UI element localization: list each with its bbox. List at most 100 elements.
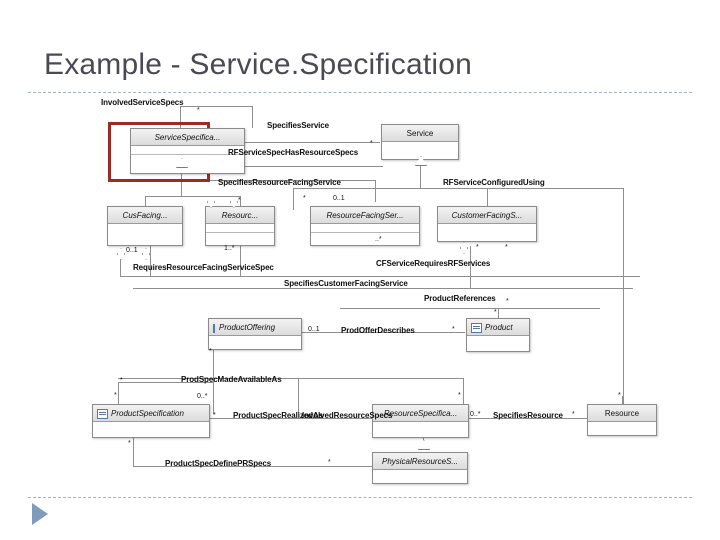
assoc-label-rfservicespechasresourcespecs: RFServiceSpecHasResourceSpecs <box>228 148 359 157</box>
multiplicity-phys-star: * <box>328 459 331 466</box>
aggregation-diamond-resourcespec-a <box>207 196 215 208</box>
multiplicity-prodoffer-left: * <box>120 377 123 384</box>
connector-prodspec-define-bus <box>133 466 423 467</box>
class-box-service[interactable]: Service <box>381 124 459 160</box>
multiplicity-rfs-01: 0..1 <box>333 195 345 202</box>
class-box-resourcespec[interactable]: Resourc... <box>205 206 275 246</box>
connector-requires-rfspec-c <box>120 256 121 276</box>
class-section-attributes <box>131 146 244 155</box>
class-box-customerfacingservice[interactable]: CustomerFacingS... <box>437 206 537 242</box>
connector-service-gen-left <box>293 188 294 210</box>
multiplicity-product-star: * <box>452 326 455 333</box>
class-header-resource: Resource <box>588 405 656 422</box>
class-box-product[interactable]: Product <box>466 318 530 352</box>
class-box-productoffering[interactable]: ProductOffering <box>208 318 302 350</box>
connector-service-gen-h <box>293 188 623 189</box>
class-header-product: Product <box>467 319 529 336</box>
document-icon <box>97 409 108 419</box>
connector-specifies-resource <box>468 418 590 419</box>
class-box-customerfacingspec[interactable]: CusFacing... <box>107 206 183 246</box>
class-header-customerfacingspec: CusFacing... <box>108 207 182 224</box>
multiplicity-product-top: * <box>494 309 497 316</box>
class-label-product: Product <box>485 322 513 332</box>
assoc-label-cfservicerequiresrfservices: CFServiceRequiresRFServices <box>376 259 491 268</box>
connector-involved-servicespecs-a <box>180 106 181 128</box>
class-header-service: Service <box>382 125 458 142</box>
assoc-label-requiresresourcefacingservicespec: RequiresResourceFacingServiceSpec <box>133 263 274 272</box>
assoc-label-productreferences: ProductReferences <box>424 294 496 303</box>
class-header-customerfacingservice: CustomerFacingS... <box>438 207 536 224</box>
aggregation-diamond-customerfacingspec-b <box>142 248 150 260</box>
multiplicity-top-star: * <box>197 107 200 114</box>
connector-prodspec-bus-top <box>118 378 463 379</box>
connector-productreferences-bus <box>340 308 600 309</box>
class-section-operations <box>206 233 274 242</box>
connector-specifies-service <box>243 142 380 143</box>
connector-service-gen-v <box>420 160 421 188</box>
bar-icon <box>213 323 215 333</box>
multiplicity-prodspec-up: * <box>114 392 117 399</box>
multiplicity-resource-top: * <box>618 392 621 399</box>
connector-prodoffer-down <box>213 346 214 414</box>
multiplicity-prodspec-right: * <box>213 412 216 419</box>
multiplicity-resource-star: * <box>572 411 575 418</box>
connector-prodspec-avail-v <box>118 382 119 404</box>
page-title: Example - Service.Specification <box>44 48 473 81</box>
class-box-physicalresources[interactable]: PhysicalResourceS... <box>372 452 468 484</box>
connector-service-gen-mid <box>487 188 488 210</box>
connector-prodoffer-describes <box>300 332 465 333</box>
title-divider <box>28 92 692 93</box>
multiplicity-resspec-up: * <box>458 392 461 399</box>
multiplicity-prodoffer-down: * <box>209 348 212 355</box>
connector-spec-gen-h <box>145 196 240 197</box>
multiplicity-service-star: * <box>370 140 373 147</box>
class-section-attributes <box>93 422 209 431</box>
multiplicity-rfs-dash: * <box>303 195 306 202</box>
aggregation-diamond-customerfacingservice <box>460 242 468 254</box>
class-box-servicespecification[interactable]: ServiceSpecifica... <box>130 128 245 174</box>
document-icon <box>471 323 482 333</box>
class-label-productspecification: ProductSpecification <box>111 408 184 418</box>
assoc-label-involvedresourcespecs: InvolvedResourceSpecs <box>302 411 393 420</box>
class-header-resourcespec: Resourc... <box>206 207 274 224</box>
generalization-triangle-resourcespec <box>418 440 430 450</box>
connector-service-gen-right <box>623 188 624 420</box>
assoc-label-involvedservicespecs: InvolvedServiceSpecs <box>101 98 184 107</box>
connector-prodspec-avail-r <box>298 378 299 414</box>
play-triangle-icon[interactable] <box>32 503 48 525</box>
class-section-attributes <box>467 336 529 345</box>
class-box-resourcefacingservice[interactable]: ResourceFacingSer... <box>310 206 420 246</box>
class-box-productspecification[interactable]: ProductSpecification <box>92 404 210 438</box>
class-section-operations <box>311 233 419 242</box>
class-header-servicespecification: ServiceSpecifica... <box>131 129 244 146</box>
assoc-label-productspecdefineprspecs: ProductSpecDefinePRSpecs <box>165 459 272 468</box>
class-header-productoffering: ProductOffering <box>209 319 301 336</box>
class-section-attributes <box>373 422 468 431</box>
assoc-label-specifiesresourcefacingservice: SpecifiesResourceFacingService <box>218 178 341 187</box>
connector-specifies-rfservice-h <box>205 180 375 181</box>
uml-class-diagram: ServiceSpecifica... Service CusFacing...… <box>0 96 720 496</box>
connector-involved-servicespecs-b <box>180 106 252 107</box>
multiplicity-prodspec-down: * <box>128 440 131 447</box>
assoc-label-prodofferdescribes: ProdOfferDescribes <box>341 326 415 335</box>
connector-prodspec-bus-right <box>463 378 464 404</box>
assoc-label-productspecrealizedas: ProductSpecRealizedAs <box>233 411 323 420</box>
assoc-label-prodspecmadeavailableas: ProdSpecMadeAvailableAs <box>181 375 282 384</box>
class-section-attributes <box>206 224 274 233</box>
connector-specifies-cfservice-bus <box>133 288 633 289</box>
multiplicity-cfsvc-star-a: * <box>476 244 479 251</box>
multiplicity-prodoffer-01: 0..1 <box>308 326 320 333</box>
connector-requires-rfspec-b <box>240 246 241 276</box>
assoc-label-rfserviceconfiguredusing: RFServiceConfiguredUsing <box>443 178 545 187</box>
class-box-resourcespecifica[interactable]: ResourceSpecifica... <box>372 404 469 438</box>
multiplicity-prodref-star: * <box>506 298 509 305</box>
connector-prodspec-define-v <box>133 426 134 466</box>
connector-spec-gen-b <box>240 196 241 208</box>
class-section-attributes <box>209 336 301 345</box>
class-box-resource[interactable]: Resource <box>587 404 657 436</box>
connector-requires-rfspec-bus <box>120 276 640 277</box>
multiplicity-rfsvc-star: ..* <box>375 236 382 243</box>
multiplicity-res-1star: 1..* <box>224 245 235 252</box>
connector-rfspec-hasresource <box>243 166 383 167</box>
